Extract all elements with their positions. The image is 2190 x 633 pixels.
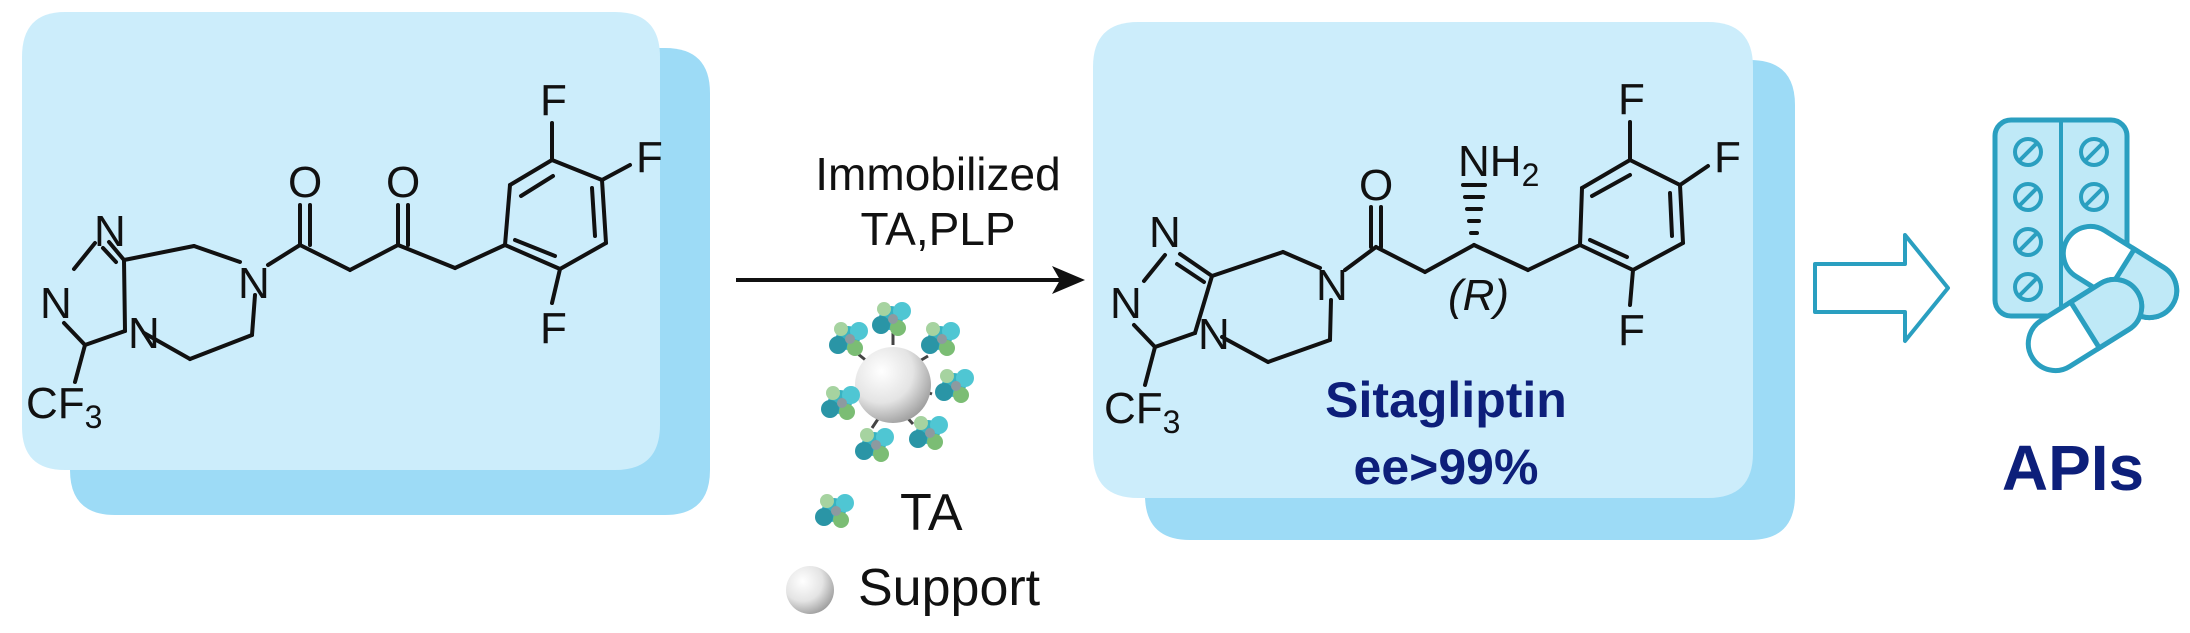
enzyme-unit [821, 386, 860, 420]
product-atom-f1: F [1618, 75, 1645, 124]
product-atom-n4: N [1316, 261, 1348, 310]
legend-enzyme-icon [815, 494, 854, 528]
enzyme-unit [909, 416, 948, 450]
enzyme-unit [829, 322, 868, 356]
legend: TA Support [786, 484, 1041, 617]
product-structure: N N N N O F F F NH2 CF3 (R) Sitagliptin … [1104, 75, 1741, 495]
product-card-face [1093, 22, 1753, 498]
product-nh2-label: NH2 [1458, 137, 1539, 193]
reactant-atom-f1: F [540, 76, 567, 125]
enzyme-unit [921, 322, 960, 356]
legend-support-icon [786, 566, 834, 614]
product-atom-n1: N [1149, 208, 1181, 257]
product-name: Sitagliptin [1325, 372, 1567, 428]
product-card [1093, 22, 1795, 540]
legend-enzyme-label: TA [900, 484, 963, 542]
reactant-atom-n1: N [94, 207, 126, 256]
enzyme-unit [872, 302, 911, 336]
product-atom-f2: F [1714, 133, 1741, 182]
reactant-structure: N N N N O O F F F CF3 [26, 76, 663, 435]
legend-support-label: Support [858, 559, 1041, 617]
reaction-arrow-head [1052, 266, 1085, 294]
support-bead [855, 347, 931, 423]
reactant-atom-n4: N [238, 259, 270, 308]
reactant-atom-f3: F [540, 304, 567, 353]
product-cf3-label: CF3 [1104, 384, 1180, 440]
enzyme-unit [855, 428, 894, 462]
conditions-line1: Immobilized [815, 148, 1060, 200]
reactant-card [22, 12, 710, 515]
apis-label: APIs [2002, 432, 2144, 504]
stereo-descriptor: (R) [1448, 271, 1509, 320]
product-atom-n3: N [1198, 310, 1230, 359]
product-ee: ee>99% [1354, 439, 1539, 495]
product-atom-o1: O [1359, 161, 1393, 210]
reactant-atom-n3: N [128, 309, 160, 358]
reactant-atom-o2: O [386, 158, 420, 207]
reactant-atom-n2: N [40, 279, 72, 328]
product-atom-n2: N [1110, 279, 1142, 328]
reactant-cf3-label: CF3 [26, 379, 102, 435]
pills-icon [1992, 117, 2180, 374]
product-atom-f3: F [1618, 306, 1645, 355]
reactant-atom-o1: O [288, 158, 322, 207]
conditions-line2: TA,PLP [860, 203, 1015, 255]
enzyme-unit [935, 369, 974, 403]
open-arrow [1813, 233, 1950, 343]
reactant-atom-f2: F [636, 133, 663, 182]
reaction-arrow-group: Immobilized TA,PLP [736, 148, 1085, 294]
immobilized-enzyme-illustration [821, 302, 974, 462]
